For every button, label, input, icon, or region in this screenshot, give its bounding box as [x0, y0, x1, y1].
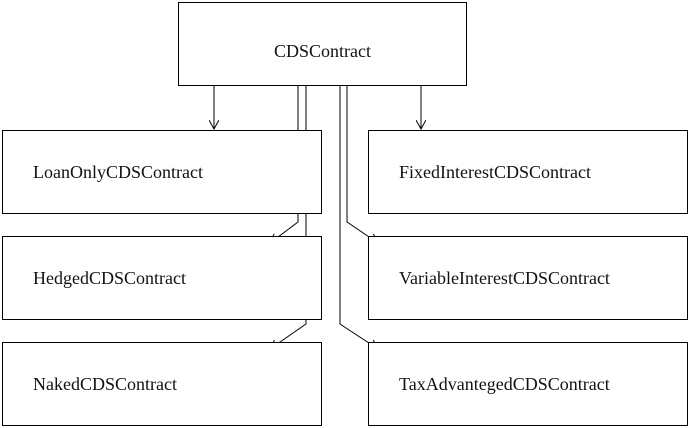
- loan-only-cds-contract-label: LoanOnlyCDSContract: [33, 162, 203, 182]
- fixed-interest-cds-contract-node: FixedInterestCDSContract: [368, 130, 688, 214]
- fixed-interest-cds-contract-label: FixedInterestCDSContract: [399, 162, 591, 182]
- tax-advantaged-cds-contract-node: TaxAdvantegedCDSContract: [368, 342, 688, 426]
- arrow-to-variable-interest: [346, 86, 378, 243]
- cds-contract-node: CDSContract: [178, 2, 467, 86]
- variable-interest-cds-contract-node: VariableInterestCDSContract: [368, 236, 688, 320]
- variable-interest-cds-contract-label: VariableInterestCDSContract: [399, 268, 610, 288]
- loan-only-cds-contract-node: LoanOnlyCDSContract: [2, 130, 322, 214]
- naked-cds-contract-label: NakedCDSContract: [33, 374, 177, 394]
- arrow-to-tax-advantaged: [339, 86, 378, 349]
- tax-advantaged-cds-contract-label: TaxAdvantegedCDSContract: [399, 374, 610, 394]
- cds-contract-label: CDSContract: [274, 41, 371, 61]
- hedged-cds-contract-node: HedgedCDSContract: [2, 236, 322, 320]
- hedged-cds-contract-label: HedgedCDSContract: [33, 268, 186, 288]
- naked-cds-contract-node: NakedCDSContract: [2, 342, 322, 426]
